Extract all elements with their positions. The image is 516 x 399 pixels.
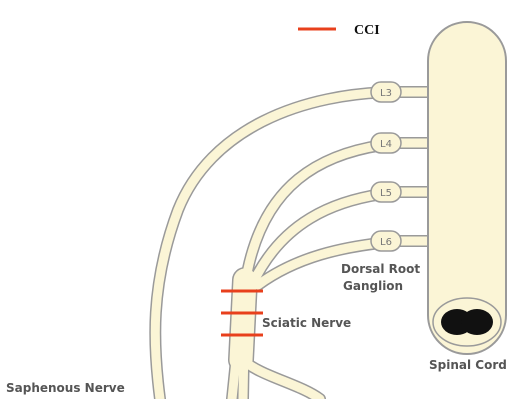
- ganglion-l6: L6: [371, 231, 401, 251]
- dorsal-root-ganglion-label-line1: Dorsal Root: [341, 262, 420, 276]
- legend-label: CCI: [354, 23, 380, 38]
- saphenous-nerve-label: Saphenous Nerve: [6, 381, 125, 395]
- ganglion-l4: L4: [371, 133, 401, 153]
- ganglion-l4-label: L4: [380, 139, 392, 150]
- ganglion-l3-label: L3: [380, 88, 392, 99]
- spinal-cord-cross-section: [433, 298, 501, 346]
- legend: CCI: [298, 23, 380, 38]
- ganglion-l6-label: L6: [380, 237, 392, 248]
- ganglion-l5-label: L5: [380, 188, 392, 199]
- dorsal-root-ganglion-label-line2: Ganglion: [343, 279, 403, 293]
- spinal-cord: [428, 22, 506, 354]
- sciatic-nerve-label: Sciatic Nerve: [262, 316, 351, 330]
- ganglion-l3: L3: [371, 82, 401, 102]
- ganglion-l5: L5: [371, 182, 401, 202]
- spinal-cord-label: Spinal Cord: [429, 358, 507, 372]
- sciatic-branch-right: [243, 360, 320, 399]
